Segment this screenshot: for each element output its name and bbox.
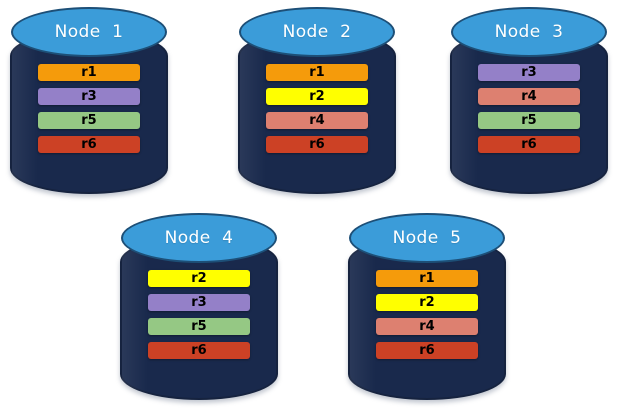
replica-label: r6 [309,137,325,152]
node-title: Node 3 [494,22,564,42]
node-title: Node 5 [392,228,462,248]
replica-list: r1 r2 r4 r6 [376,270,478,359]
replica-list: r1 r2 r4 r6 [266,64,368,153]
replica-item[interactable]: r1 [38,64,140,81]
replica-label: r4 [419,319,435,334]
replica-item[interactable]: r4 [478,88,580,105]
replica-label: r6 [521,137,537,152]
replica-label: r6 [191,343,207,358]
replica-label: r6 [419,343,435,358]
storage-node-2[interactable]: Node 2 r1 r2 r4 r6 [238,6,396,196]
replica-item[interactable]: r3 [478,64,580,81]
replica-item[interactable]: r6 [148,342,250,359]
replica-item[interactable]: r2 [266,88,368,105]
storage-node-1[interactable]: Node 1 r1 r3 r5 r6 [10,6,168,196]
cylinder-top: Node 4 [121,213,277,263]
replica-label: r3 [81,89,97,104]
replica-label: r3 [191,295,207,310]
replica-item[interactable]: r4 [266,112,368,129]
replica-item[interactable]: r4 [376,318,478,335]
replica-item[interactable]: r5 [478,112,580,129]
replica-label: r1 [309,65,325,80]
replica-list: r3 r4 r5 r6 [478,64,580,153]
replica-label: r5 [191,319,207,334]
replica-item[interactable]: r5 [38,112,140,129]
storage-node-4[interactable]: Node 4 r2 r3 r5 r6 [120,212,278,402]
replica-item[interactable]: r3 [38,88,140,105]
replica-item[interactable]: r1 [376,270,478,287]
replica-label: r3 [521,65,537,80]
replica-item[interactable]: r2 [376,294,478,311]
replica-label: r4 [309,113,325,128]
replica-label: r2 [309,89,325,104]
replica-list: r2 r3 r5 r6 [148,270,250,359]
replica-item[interactable]: r6 [376,342,478,359]
replica-label: r4 [521,89,537,104]
node-title: Node 2 [282,22,352,42]
cylinder-top: Node 1 [11,7,167,57]
replica-label: r5 [521,113,537,128]
replica-label: r2 [419,295,435,310]
replica-item[interactable]: r6 [478,136,580,153]
replica-item[interactable]: r6 [266,136,368,153]
cylinder-top: Node 3 [451,7,607,57]
node-title: Node 4 [164,228,234,248]
replica-item[interactable]: r1 [266,64,368,81]
replica-item[interactable]: r6 [38,136,140,153]
storage-node-3[interactable]: Node 3 r3 r4 r5 r6 [450,6,608,196]
replica-label: r1 [81,65,97,80]
replica-label: r2 [191,271,207,286]
replica-item[interactable]: r2 [148,270,250,287]
replica-list: r1 r3 r5 r6 [38,64,140,153]
replica-label: r5 [81,113,97,128]
replica-label: r1 [419,271,435,286]
replica-label: r6 [81,137,97,152]
node-title: Node 1 [54,22,124,42]
replica-item[interactable]: r3 [148,294,250,311]
replica-item[interactable]: r5 [148,318,250,335]
cylinder-top: Node 5 [349,213,505,263]
storage-node-5[interactable]: Node 5 r1 r2 r4 r6 [348,212,506,402]
cylinder-top: Node 2 [239,7,395,57]
cylinder-body [10,30,168,194]
